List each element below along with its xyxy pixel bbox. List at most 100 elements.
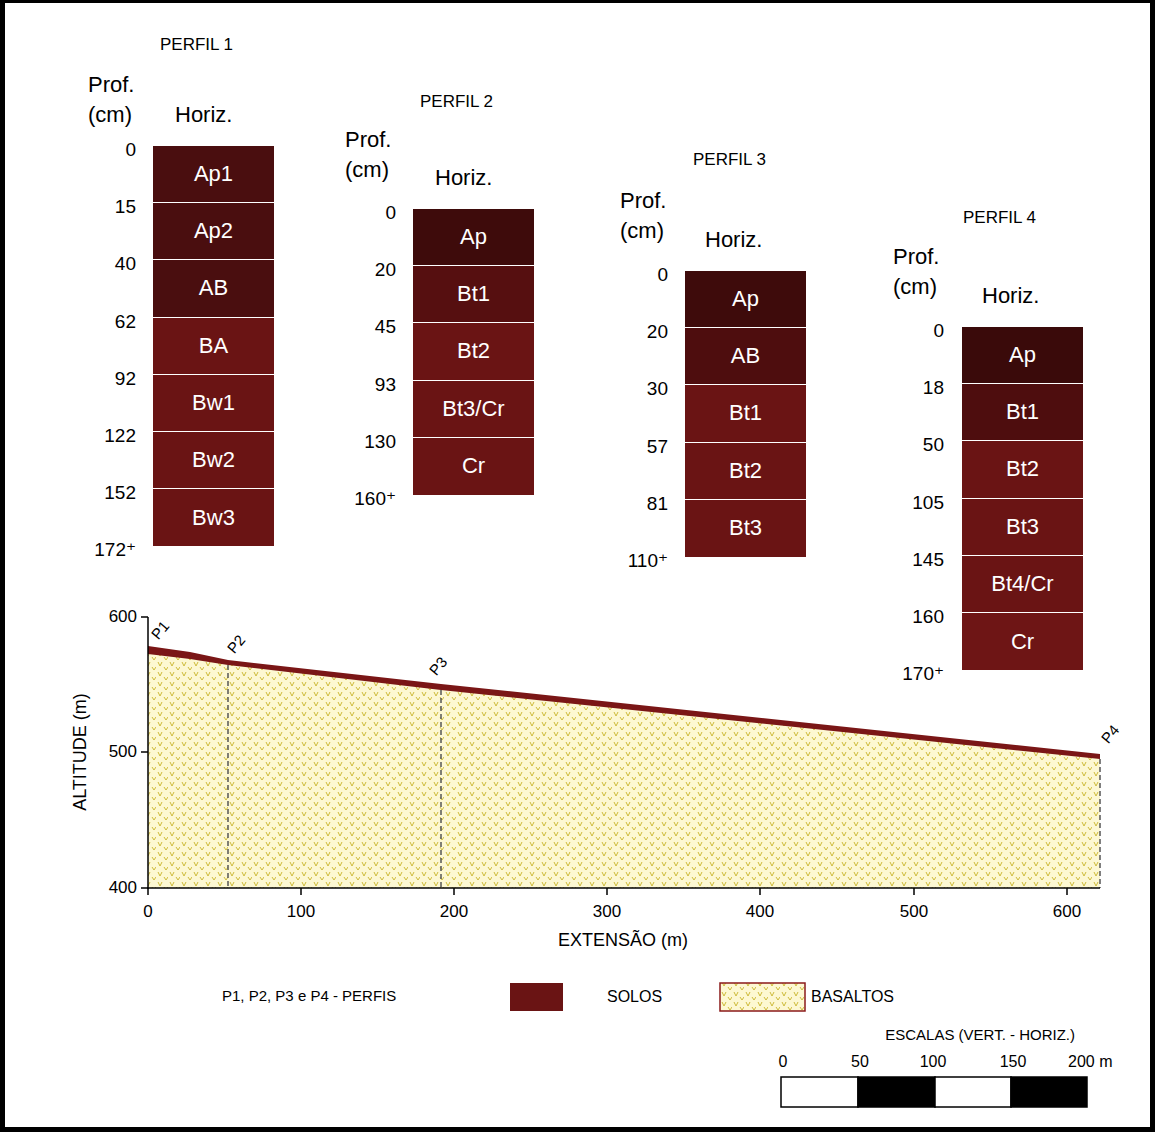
horizon-header: Horiz. [435, 165, 492, 190]
horizon-name: AB [731, 343, 760, 369]
depth-value: 122 [104, 425, 136, 447]
horizon-box: Ap [685, 271, 806, 328]
horizon-box: Bt3 [685, 500, 806, 557]
axis-title: EXTENSÃO (m) [558, 930, 688, 951]
horizon-box: Bt2 [685, 443, 806, 500]
horizon-box: Bt2 [413, 323, 534, 380]
horizon-box: Cr [962, 613, 1083, 670]
horizon-box: AB [153, 260, 274, 317]
depth-value: 57 [647, 436, 668, 458]
depth-value: 30 [647, 378, 668, 400]
soil-band [148, 646, 1100, 759]
horizon-header: Horiz. [982, 283, 1039, 308]
depth-value: 15 [115, 196, 136, 218]
horizon-name: Ap [732, 286, 759, 312]
axis-value: 300 [593, 902, 621, 922]
horizon-name: Bt1 [1006, 399, 1039, 425]
depth-value: 110⁺ [628, 550, 668, 572]
depth-value: 20 [375, 259, 396, 281]
profile-marker: P1 [147, 617, 172, 642]
basalt-swatch [720, 983, 805, 1011]
depth-value: 160 [912, 606, 944, 628]
depth-value: 0 [933, 320, 944, 342]
scale-value: 200 m [1068, 1053, 1112, 1071]
horizon-name: Bt2 [1006, 456, 1039, 482]
horizon-name: Bt3/Cr [442, 396, 504, 422]
horizon-name: Bt2 [729, 458, 762, 484]
horizon-name: Ap2 [194, 218, 233, 244]
horizon-box: Bw1 [153, 375, 274, 432]
horizon-box: Bt4/Cr [962, 556, 1083, 613]
depth-value: 92 [115, 368, 136, 390]
profile-marker: P3 [425, 653, 450, 678]
profile-title: PERFIL 3 [693, 150, 766, 170]
depth-value: 170⁺ [902, 663, 944, 685]
depth-header: Prof. (cm) [345, 125, 407, 185]
depth-value: 93 [375, 374, 396, 396]
horizon-box: Ap [413, 209, 534, 266]
axis-value: 100 [287, 902, 315, 922]
horizon-header: Horiz. [175, 102, 232, 127]
horizon-name: Cr [462, 453, 485, 479]
horizon-box: Bt2 [962, 441, 1083, 498]
legend-text: SOLOS [607, 988, 662, 1006]
scale-value: 100 [920, 1053, 947, 1071]
depth-value: 172⁺ [94, 539, 136, 561]
horizon-name: Bt4/Cr [991, 571, 1053, 597]
horizon-box: Bt3/Cr [413, 381, 534, 438]
scale-bar [781, 1077, 1087, 1107]
axis-value: 500 [900, 902, 928, 922]
profile-marker: P4 [1097, 721, 1122, 746]
horizon-box: BA [153, 318, 274, 375]
profile-title: PERFIL 2 [420, 92, 493, 112]
horizon-name: Bw2 [192, 447, 235, 473]
horizon-box: Bt1 [413, 266, 534, 323]
depth-header: Prof. (cm) [893, 242, 955, 302]
depth-value: 20 [647, 321, 668, 343]
horizon-name: Ap [460, 224, 487, 250]
axis-value: 200 [440, 902, 468, 922]
horizon-name: Bt1 [729, 400, 762, 426]
scale-value: 50 [851, 1053, 869, 1071]
axis-value: 600 [1053, 902, 1081, 922]
depth-value: 81 [647, 493, 668, 515]
scale-value: 0 [779, 1053, 788, 1071]
axes [141, 617, 1100, 895]
axis-value: 500 [109, 742, 137, 762]
depth-value: 0 [385, 202, 396, 224]
depth-value: 18 [923, 377, 944, 399]
horizon-box: Bw2 [153, 432, 274, 489]
horizon-header: Horiz. [705, 227, 762, 252]
horizon-name: Bt1 [457, 281, 490, 307]
depth-value: 62 [115, 311, 136, 333]
horizon-name: Ap1 [194, 161, 233, 187]
horizon-box: Bt3 [962, 499, 1083, 556]
horizon-box: Bw3 [153, 489, 274, 546]
scale-value: 150 [1000, 1053, 1027, 1071]
profile-lines [228, 665, 1100, 888]
horizon-box: Ap1 [153, 146, 274, 203]
profile-title: PERFIL 4 [963, 208, 1036, 228]
horizon-box: Bt1 [685, 385, 806, 442]
depth-header: Prof. (cm) [88, 70, 150, 130]
horizon-name: AB [199, 275, 228, 301]
horizon-name: Bt3 [1006, 514, 1039, 540]
axis-value: 400 [109, 878, 137, 898]
depth-value: 160⁺ [354, 488, 396, 510]
depth-header: Prof. (cm) [620, 186, 682, 246]
depth-value: 50 [923, 434, 944, 456]
legend-text: BASALTOS [811, 988, 894, 1006]
depth-value: 130 [364, 431, 396, 453]
horizon-name: Bw3 [192, 505, 235, 531]
horizon-name: Ap [1009, 342, 1036, 368]
horizon-box: Ap [962, 327, 1083, 384]
depth-value: 0 [657, 264, 668, 286]
basalt-area [148, 651, 1100, 888]
legend-note: P1, P2, P3 e P4 - PERFIS [222, 987, 396, 1004]
depth-value: 40 [115, 253, 136, 275]
depth-value: 45 [375, 316, 396, 338]
axis-value: 400 [746, 902, 774, 922]
horizon-name: Bt2 [457, 338, 490, 364]
depth-value: 145 [912, 549, 944, 571]
depth-value: 0 [125, 139, 136, 161]
